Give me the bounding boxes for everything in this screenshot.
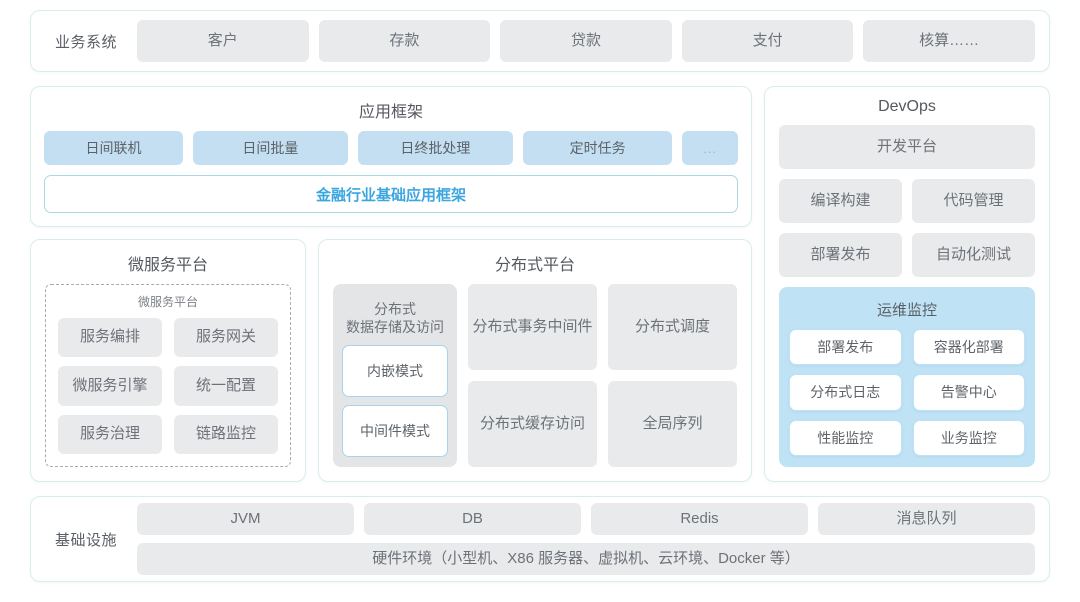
business-systems-label: 业务系统 (54, 33, 117, 51)
devops-item-code-mgmt[interactable]: 代码管理 (912, 179, 1035, 223)
dist-cell-2-line2: 缓存访问 (525, 414, 586, 432)
ops-item-alert[interactable]: 告警中心 (912, 374, 1025, 411)
dist-cell-0-line2: 事务中间件 (517, 317, 593, 335)
devops-section: DevOps 开发平台 编译构建 代码管理 部署发布 自动化测试 运维监控 部署… (764, 86, 1050, 482)
ops-monitoring-items: 部署发布 容器化部署 分布式日志 告警中心 性能监控 业务监控 (789, 329, 1025, 456)
ops-item-performance[interactable]: 性能监控 (789, 419, 902, 456)
microservice-platform-title: 微服务平台 (127, 257, 208, 274)
tag-daytime-batch[interactable]: 日间批量 (192, 131, 348, 165)
dist-cell-0-line1: 分布式 (472, 317, 518, 335)
devops-item-auto-test[interactable]: 自动化测试 (912, 233, 1035, 277)
platform-lower-row: 微服务平台 微服务平台 服务编排 服务网关 微服务引擎 统一配置 服务治理 链路… (30, 239, 752, 482)
storage-mode-middleware[interactable]: 中间件模式 (342, 405, 448, 457)
infra-item-mq[interactable]: 消息队列 (818, 503, 1035, 535)
dist-cell-cache-access[interactable]: 分布式 缓存访问 (468, 381, 597, 467)
finance-base-framework-bar[interactable]: 金融行业基础应用框架 (44, 175, 738, 213)
distributed-storage-group: 分布式 数据存储及访问 内嵌模式 中间件模式 (333, 284, 457, 467)
microservice-platform-section: 微服务平台 微服务平台 服务编排 服务网关 微服务引擎 统一配置 服务治理 链路… (30, 239, 306, 482)
devops-platform-box[interactable]: 开发平台 (779, 125, 1035, 169)
infra-item-jvm[interactable]: JVM (137, 503, 354, 535)
distributed-platform-section: 分布式平台 分布式 数据存储及访问 内嵌模式 中间件模式 (318, 239, 752, 482)
platform-column: 应用框架 日间联机 日间批量 日终批处理 定时任务 ... 金融行业基础应用框架… (30, 86, 752, 482)
tag-scheduled-task[interactable]: 定时任务 (522, 131, 673, 165)
middle-band: 应用框架 日间联机 日间批量 日终批处理 定时任务 ... 金融行业基础应用框架… (30, 86, 1050, 482)
devops-items: 编译构建 代码管理 部署发布 自动化测试 (779, 179, 1035, 277)
infra-hardware-environment[interactable]: 硬件环境（小型机、X86 服务器、虚拟机、云环境、Docker 等） (137, 543, 1035, 575)
infra-item-db[interactable]: DB (364, 503, 581, 535)
business-systems-items: 客户 存款 贷款 支付 核算…… (137, 20, 1035, 62)
devops-item-deploy[interactable]: 部署发布 (779, 233, 902, 277)
microservice-items: 服务编排 服务网关 微服务引擎 统一配置 服务治理 链路监控 (58, 318, 278, 454)
ops-item-deploy[interactable]: 部署发布 (789, 329, 902, 366)
devops-title: DevOps (878, 98, 936, 115)
storage-title-line2: 数据存储及访问 (346, 319, 444, 336)
business-item-payment[interactable]: 支付 (681, 20, 854, 62)
ms-item-governance[interactable]: 服务治理 (58, 414, 162, 454)
storage-title-line1: 分布式 (374, 301, 416, 317)
business-item-accounting[interactable]: 核算…… (863, 20, 1035, 62)
storage-mode-embedded[interactable]: 内嵌模式 (342, 345, 448, 398)
distributed-storage-box[interactable]: 分布式 数据存储及访问 内嵌模式 中间件模式 (333, 284, 457, 467)
microservice-inner-box: 微服务平台 服务编排 服务网关 微服务引擎 统一配置 服务治理 链路监控 (45, 284, 291, 467)
ms-item-tracing[interactable]: 链路监控 (174, 414, 278, 454)
infrastructure-items: JVM DB Redis 消息队列 (137, 503, 1035, 535)
ms-item-gateway[interactable]: 服务网关 (174, 318, 278, 358)
infrastructure-section: 基础设施 JVM DB Redis 消息队列 硬件环境（小型机、X86 服务器、… (30, 496, 1050, 582)
ms-item-config[interactable]: 统一配置 (174, 366, 278, 406)
infrastructure-label: 基础设施 (54, 531, 117, 549)
dist-cell-2-line1: 分布式 (479, 414, 525, 432)
tag-more-ellipsis[interactable]: ... (682, 131, 738, 165)
ops-monitoring-panel: 运维监控 部署发布 容器化部署 分布式日志 告警中心 性能监控 业务监控 (779, 287, 1035, 467)
tag-daytime-online[interactable]: 日间联机 (44, 131, 183, 165)
distributed-storage-title: 分布式 数据存储及访问 (342, 293, 448, 345)
ms-item-engine[interactable]: 微服务引擎 (58, 366, 162, 406)
business-item-deposit[interactable]: 存款 (318, 20, 491, 62)
infrastructure-content: JVM DB Redis 消息队列 硬件环境（小型机、X86 服务器、虚拟机、云… (137, 503, 1035, 575)
business-systems-section: 业务系统 客户 存款 贷款 支付 核算…… (30, 10, 1050, 72)
application-framework-section: 应用框架 日间联机 日间批量 日终批处理 定时任务 ... 金融行业基础应用框架 (30, 86, 752, 227)
business-item-loan[interactable]: 贷款 (500, 20, 672, 62)
application-framework-title: 应用框架 (358, 104, 423, 121)
ops-monitoring-title: 运维监控 (876, 302, 937, 319)
infra-item-redis[interactable]: Redis (591, 503, 808, 535)
dist-cell-transaction-middleware[interactable]: 分布式 事务中间件 (468, 284, 597, 370)
devops-item-build[interactable]: 编译构建 (779, 179, 902, 223)
dist-cell-1-line1: 分布式调度 (634, 317, 710, 335)
dist-cell-global-sequence[interactable]: 全局序列 (608, 381, 737, 467)
ops-item-business[interactable]: 业务监控 (912, 419, 1025, 456)
distributed-platform-body: 分布式 数据存储及访问 内嵌模式 中间件模式 分布式 事务中间件 (319, 284, 751, 481)
ms-item-orchestration[interactable]: 服务编排 (58, 318, 162, 358)
microservice-inner-title: 微服务平台 (137, 295, 198, 309)
devops-column: DevOps 开发平台 编译构建 代码管理 部署发布 自动化测试 运维监控 部署… (764, 86, 1050, 482)
distributed-cells: 分布式 事务中间件 分布式调度 分布式 缓存访问 全局序列 (468, 284, 737, 467)
ops-item-dist-log[interactable]: 分布式日志 (789, 374, 902, 411)
tag-eod-batch[interactable]: 日终批处理 (357, 131, 513, 165)
dist-cell-scheduling[interactable]: 分布式调度 (608, 284, 737, 370)
business-item-customer[interactable]: 客户 (137, 20, 309, 62)
distributed-platform-title: 分布式平台 (494, 257, 575, 274)
dist-cell-3-line1: 全局序列 (642, 414, 703, 432)
ops-item-container[interactable]: 容器化部署 (912, 329, 1025, 366)
application-framework-tags: 日间联机 日间批量 日终批处理 定时任务 ... (44, 131, 738, 165)
